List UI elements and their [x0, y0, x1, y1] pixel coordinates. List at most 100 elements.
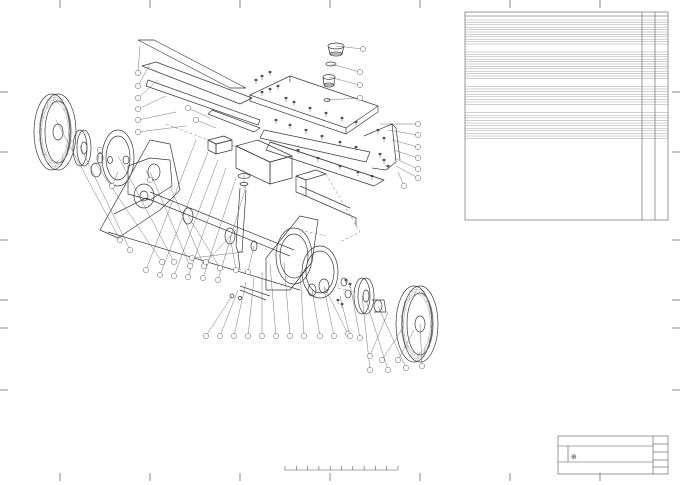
callout-leader [56, 120, 120, 240]
callout-balloon [135, 129, 140, 134]
callout-balloon [317, 333, 322, 338]
callout-balloon [415, 144, 420, 149]
bolt-head [325, 112, 328, 114]
right-hub-disc [302, 246, 338, 298]
callout-balloon [367, 353, 372, 358]
right-tire-tread [404, 294, 431, 354]
callout-leader [284, 262, 290, 336]
callout-leader [138, 112, 176, 120]
bolt-head [355, 121, 358, 123]
callout-leader [248, 278, 254, 336]
callout-leader [394, 150, 418, 158]
callout-balloon [360, 46, 365, 51]
bolt-head [337, 299, 340, 301]
callout-leader [270, 264, 276, 336]
callout-balloon [403, 365, 408, 370]
callout-balloon [415, 175, 420, 180]
callout-leader [220, 290, 238, 336]
callout-leader [396, 166, 418, 178]
callout-balloon [215, 277, 220, 282]
bolt-head [387, 165, 390, 167]
callout-leader [398, 330, 414, 360]
callout-balloon [203, 333, 208, 338]
callout-balloon [287, 333, 292, 338]
callout-balloon [171, 273, 176, 278]
callout-balloon [357, 69, 362, 74]
callout-balloon [135, 70, 140, 75]
callout-leaders [56, 46, 422, 370]
bolt-head [309, 107, 312, 109]
bolt-head [305, 129, 308, 131]
callout-balloon [233, 267, 238, 272]
callout-balloon [171, 259, 176, 264]
bolt-head [285, 97, 288, 99]
callout-leader [362, 296, 370, 370]
callout-leader [394, 158, 418, 169]
callout-balloon [385, 367, 390, 372]
callout-balloon [347, 333, 352, 338]
callout-balloon [193, 117, 198, 122]
bolt-head [321, 135, 324, 137]
adjustment-knob [323, 43, 344, 101]
bolt-head [379, 153, 382, 155]
bolt-head [383, 159, 386, 161]
callout-balloon [135, 106, 140, 111]
callout-leader [160, 152, 208, 275]
callout-leader [138, 96, 166, 109]
callout-balloon [135, 83, 140, 88]
bolt-head [289, 124, 292, 126]
callout-leader [392, 140, 418, 147]
bolt-head [317, 157, 320, 159]
callout-leader [324, 286, 348, 334]
callout-leader [388, 130, 418, 135]
callout-balloon [357, 335, 362, 340]
bolt-head [339, 141, 342, 143]
callout-leader [138, 46, 140, 73]
callout-balloon [415, 166, 420, 171]
right-gear [354, 278, 374, 314]
fasteners [255, 71, 390, 308]
callout-leader [196, 120, 216, 128]
callout-leader [312, 290, 320, 336]
bolt-head [297, 149, 300, 151]
bolt-head [339, 165, 342, 167]
callout-balloon [301, 333, 306, 338]
callout-balloon [367, 367, 372, 372]
callout-balloon [127, 247, 132, 252]
scale-bar [285, 466, 398, 470]
strip-plate [208, 110, 260, 132]
left-side-frame [100, 140, 180, 238]
callout-leader [324, 288, 334, 336]
callout-leader [146, 140, 196, 270]
bolt-head [383, 137, 386, 139]
callout-leader [340, 296, 350, 336]
bolt-head [293, 101, 296, 103]
callout-balloon [357, 95, 362, 100]
callout-leader [206, 230, 236, 262]
tire-tread [38, 95, 433, 361]
callout-balloon [259, 333, 264, 338]
callout-balloon [273, 333, 278, 338]
callout-balloon [203, 259, 208, 264]
bolt-head [341, 117, 344, 119]
bolt-head [357, 171, 360, 173]
assembly-lines [70, 124, 360, 292]
callout-leader [218, 186, 246, 280]
callout-leader [327, 98, 360, 100]
bolt-head [355, 146, 358, 148]
bolt-head [269, 71, 272, 73]
callout-balloon [147, 177, 152, 182]
callout-leader [370, 312, 388, 356]
callout-balloon [245, 333, 250, 338]
callout-balloon [185, 105, 190, 110]
bolt-head [277, 85, 280, 87]
title-block-symbol: ⊕ [571, 453, 577, 461]
callout-balloon [415, 132, 420, 137]
callout-balloon [187, 263, 192, 268]
left-tire-tread [42, 102, 69, 162]
bolt-head [275, 119, 278, 121]
callout-balloon [401, 183, 406, 188]
callout-balloon [415, 155, 420, 160]
